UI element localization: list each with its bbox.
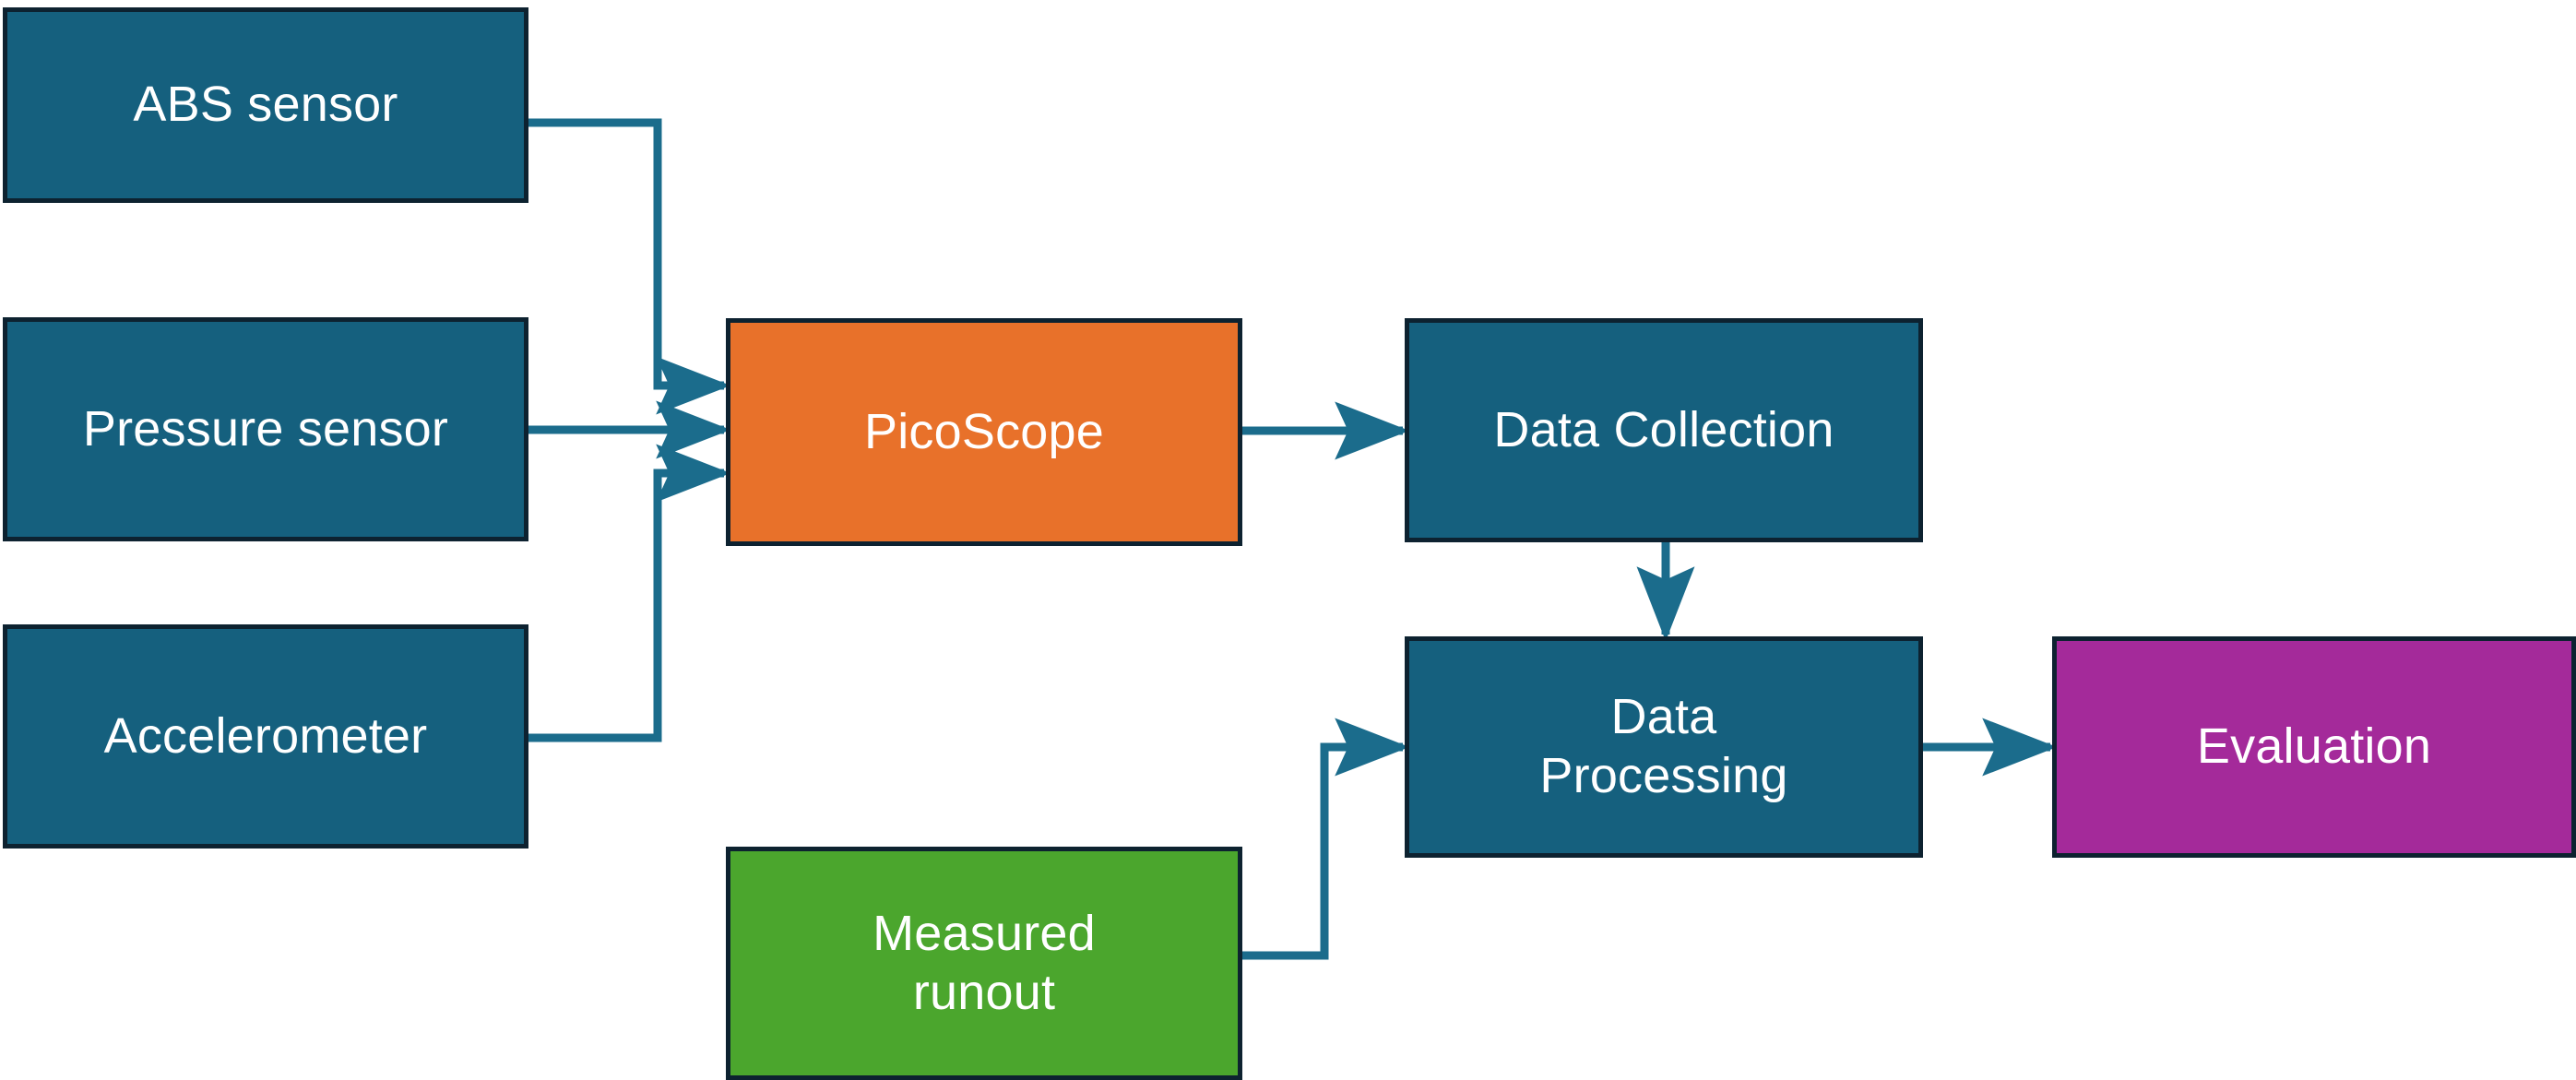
node-data-processing-label: Data Processing <box>1539 689 1788 803</box>
node-picoscope-label: PicoScope <box>864 403 1104 459</box>
node-data-collection-label: Data Collection <box>1493 401 1834 457</box>
node-accelerometer-label: Accelerometer <box>103 707 428 764</box>
edge-measured-runout-to-data-processing <box>1242 718 1410 960</box>
node-measured-runout[interactable]: Measured runout <box>726 847 1242 1080</box>
node-pressure-sensor-label: Pressure sensor <box>82 400 449 457</box>
node-evaluation[interactable]: Evaluation <box>2052 636 2576 858</box>
node-measured-runout-label: Measured runout <box>873 905 1096 1020</box>
edge-abs-to-picoscope <box>528 118 731 415</box>
node-abs-sensor-label: ABS sensor <box>133 77 398 133</box>
node-pressure-sensor[interactable]: Pressure sensor <box>3 317 528 541</box>
node-data-collection[interactable]: Data Collection <box>1405 318 1923 542</box>
node-abs-sensor[interactable]: ABS sensor <box>3 7 528 203</box>
edge-accelerometer-to-picoscope <box>528 444 731 742</box>
node-picoscope[interactable]: PicoScope <box>726 318 1242 546</box>
node-evaluation-label: Evaluation <box>2196 718 2432 775</box>
node-accelerometer[interactable]: Accelerometer <box>3 624 528 849</box>
node-data-processing[interactable]: Data Processing <box>1405 636 1923 858</box>
